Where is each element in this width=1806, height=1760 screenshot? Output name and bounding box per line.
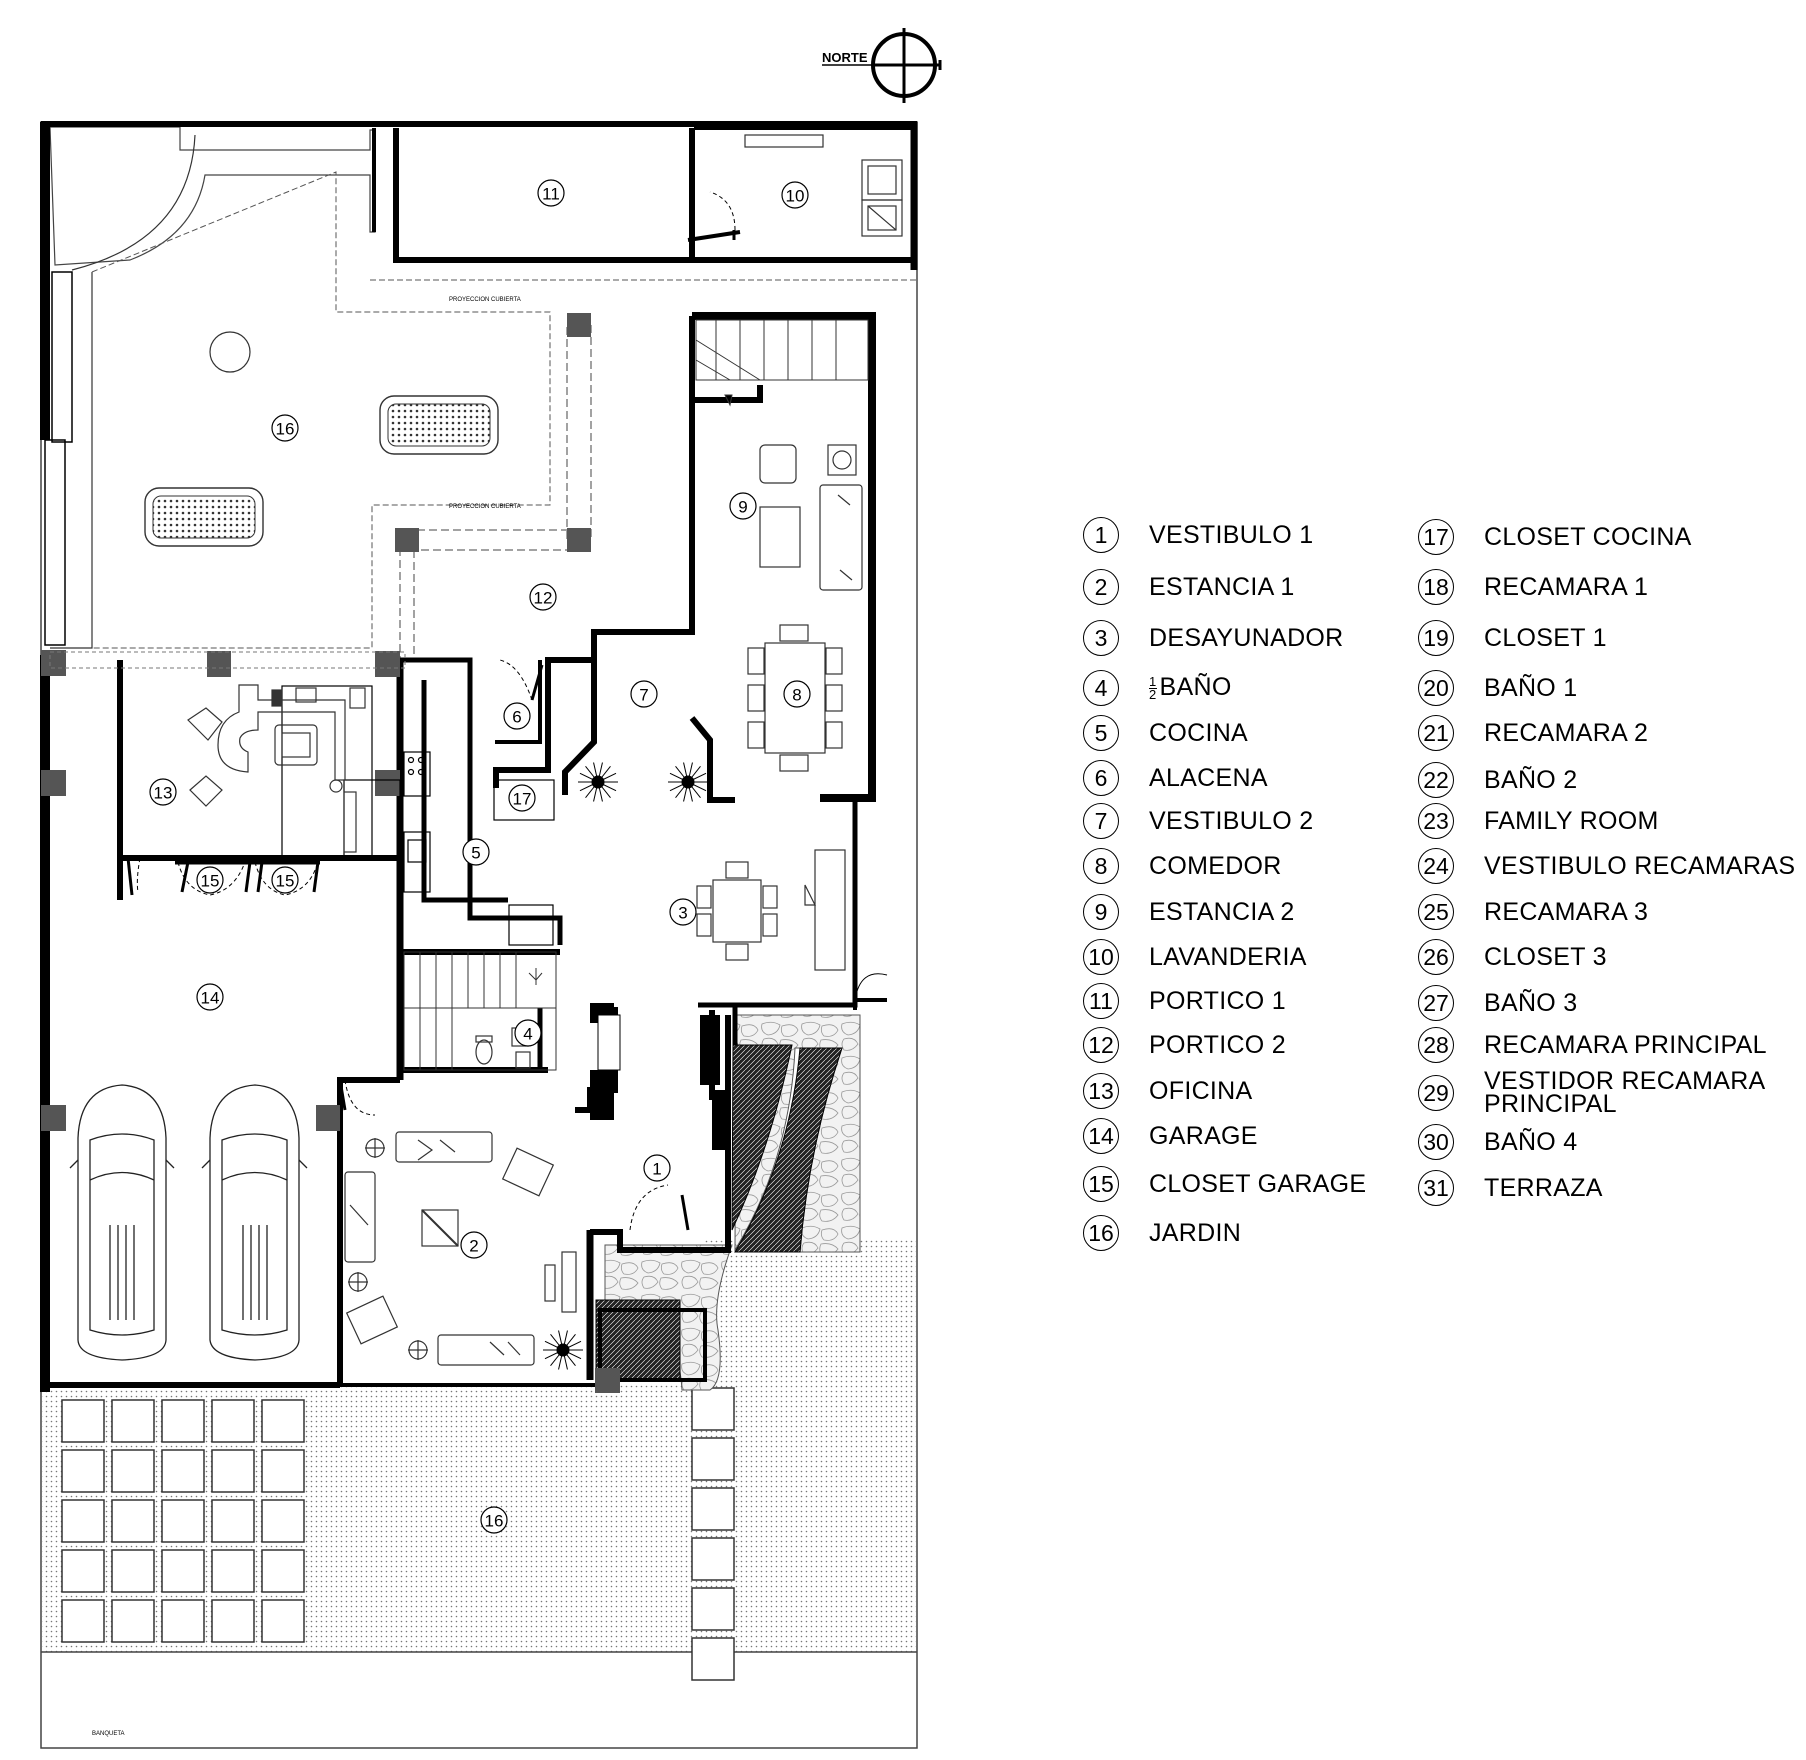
stepping-stone: [691, 1387, 735, 1431]
paving-tile: [161, 1599, 205, 1643]
paving-tile: [161, 1499, 205, 1543]
paving-tile: [261, 1399, 305, 1443]
plant-icon: [543, 1330, 583, 1370]
room-tag-number: 11: [542, 185, 560, 204]
room-tag: 15: [196, 866, 224, 894]
paving-tile: [261, 1599, 305, 1643]
room-tag: 1: [643, 1154, 671, 1182]
car-left: [69, 1084, 175, 1361]
room-tag-number: 10: [786, 187, 805, 206]
plant-icon: [578, 762, 618, 802]
room-tag: 16: [271, 414, 299, 442]
paving-tile: [61, 1499, 105, 1543]
paving-tile: [111, 1599, 155, 1643]
paving-tile: [111, 1399, 155, 1443]
proyeccion-label-2: PROYECCION CUBIERTA: [449, 504, 521, 510]
room-tag: 17: [508, 784, 536, 812]
stepping-stone: [691, 1637, 735, 1681]
paving-tile: [61, 1449, 105, 1493]
room-tag-number: 14: [201, 989, 220, 1008]
room-tag: 3: [669, 898, 697, 926]
proyeccion-label-1: PROYECCION CUBIERTA: [449, 297, 521, 303]
paving-tile: [211, 1549, 255, 1593]
paving-tile: [161, 1399, 205, 1443]
room-tag-number: 16: [276, 420, 295, 439]
north-label: NORTE: [822, 50, 868, 65]
paving-tile: [61, 1399, 105, 1443]
paving-tile: [61, 1599, 105, 1643]
room-tag-number: 1: [652, 1160, 661, 1179]
room-tag: 7: [630, 680, 658, 708]
columns: [41, 650, 620, 1393]
room-tag: 14: [196, 983, 224, 1011]
room-tag: 5: [462, 838, 490, 866]
family-furniture: [759, 444, 863, 591]
room-tag: 6: [503, 702, 531, 730]
room-tag: 15: [271, 866, 299, 894]
paving-tile: [111, 1499, 155, 1543]
room-tag: 16: [480, 1506, 508, 1534]
room-tag-number: 3: [678, 904, 687, 923]
stairs-upper: [695, 319, 869, 407]
fireplace: [590, 1003, 730, 1150]
paving-tile: [111, 1549, 155, 1593]
room-tag: 12: [529, 583, 557, 611]
room-tag-number: 12: [534, 589, 553, 608]
room-tag-number: 15: [276, 872, 295, 891]
paving-tile: [111, 1449, 155, 1493]
room-tag-number: 8: [792, 686, 801, 705]
stepping-stone: [691, 1587, 735, 1631]
stepping-stone: [691, 1437, 735, 1481]
living-furniture: [344, 1131, 577, 1366]
laundry-appliances: [744, 134, 903, 237]
room-tag: 2: [460, 1231, 488, 1259]
kitchen-fixtures: [281, 685, 555, 946]
room-tag: 10: [781, 181, 809, 209]
banqueta-label: BANQUETA: [92, 1731, 125, 1737]
paving-tile: [211, 1449, 255, 1493]
paving-tile: [261, 1499, 305, 1543]
stairs-lower: [403, 951, 557, 1071]
office-furniture: [187, 684, 366, 853]
paving-tile: [211, 1599, 255, 1643]
stepping-stones: [691, 1387, 735, 1681]
breakfast-table: [696, 849, 846, 971]
dining-table: [747, 624, 843, 772]
room-tag-number: 6: [512, 708, 521, 727]
stepping-stone: [691, 1537, 735, 1581]
north-arrow: NORTE: [822, 28, 942, 103]
paving-tile: [161, 1549, 205, 1593]
plants: [543, 762, 708, 1370]
room-tag-number: 9: [738, 498, 747, 517]
room-tag: 8: [783, 680, 811, 708]
room-tag: 11: [537, 179, 565, 207]
plant-icon: [668, 762, 708, 802]
room-tag: 13: [149, 778, 177, 806]
paving-tile: [61, 1549, 105, 1593]
room-tag-number: 16: [485, 1512, 504, 1531]
room-tag-number: 15: [201, 872, 220, 891]
room-tag: 4: [514, 1019, 542, 1047]
paving-tiles: [61, 1399, 305, 1643]
room-tag-number: 2: [469, 1237, 478, 1256]
room-tag-number: 13: [154, 784, 173, 803]
stepping-stone: [691, 1487, 735, 1531]
paving-tile: [261, 1549, 305, 1593]
room-tag-number: 7: [639, 686, 648, 705]
paving-tile: [211, 1399, 255, 1443]
room-tag-number: 4: [523, 1025, 532, 1044]
car-right: [201, 1084, 308, 1361]
paving-tile: [261, 1449, 305, 1493]
room-tag: 9: [729, 492, 757, 520]
room-tag-number: 17: [513, 790, 532, 809]
paving-tile: [161, 1449, 205, 1493]
room-tag-number: 5: [471, 844, 480, 863]
paving-tile: [211, 1499, 255, 1543]
